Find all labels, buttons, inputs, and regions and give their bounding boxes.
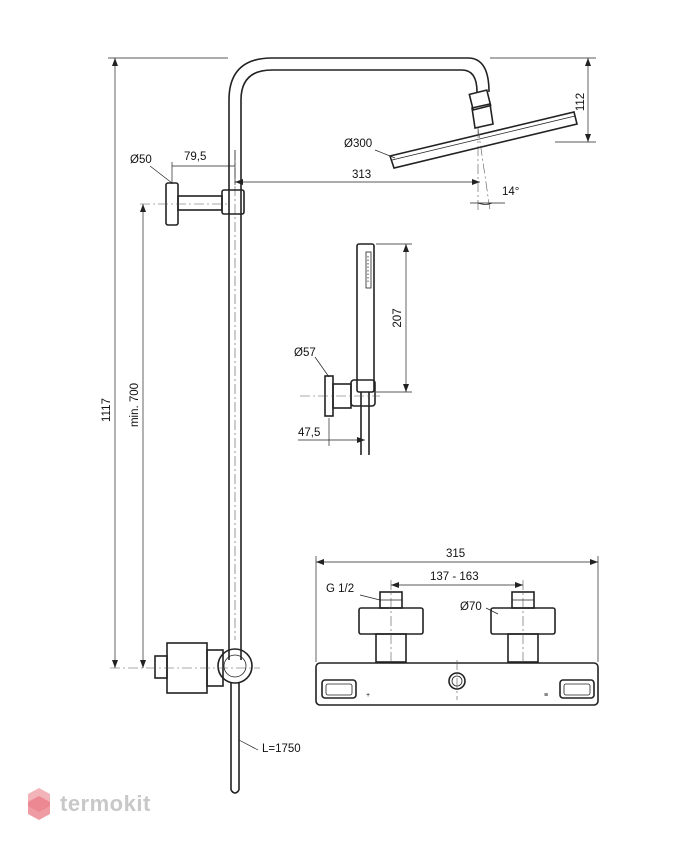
label-escutcheon-diameter: Ø70 (460, 601, 482, 613)
label-thread-size: G 1/2 (326, 583, 354, 595)
label-arm-wall-diameter: Ø50 (130, 154, 152, 166)
label-hose-length: L=1750 (262, 743, 301, 755)
label-rail-height: 1117 (101, 398, 113, 422)
label-handset-length: 207 (392, 308, 404, 327)
watermark-brand-text: termokit (60, 791, 151, 816)
termokit-logo-icon (28, 788, 50, 820)
label-min-height: min. 700 (129, 383, 141, 427)
label-holder-diameter: Ø57 (294, 347, 316, 359)
svg-text:≡: ≡ (544, 692, 548, 699)
label-head-height: 112 (575, 93, 587, 111)
label-head-projection: 313 (352, 169, 371, 181)
label-holder-offset: 47,5 (298, 427, 320, 439)
svg-text:+: + (366, 692, 370, 699)
wall-arm (140, 182, 245, 226)
label-connection-spacing: 137 - 163 (430, 571, 479, 583)
head-shower (388, 89, 578, 211)
dimension-labels: 1117 min. 700 Ø50 79,5 313 Ø300 112 14° … (101, 93, 587, 755)
shower-rail (228, 57, 490, 660)
label-mixer-width: 315 (446, 548, 465, 560)
mixer-side-view (110, 642, 260, 794)
dimension-lines (108, 57, 599, 751)
watermark: termokit (26, 786, 151, 822)
hand-shower (300, 243, 380, 455)
label-head-diameter: Ø300 (344, 138, 372, 150)
mixer-front-view: + ≡ (315, 580, 599, 706)
label-arm-offset: 79,5 (184, 151, 206, 163)
label-head-tilt: 14° (502, 186, 519, 198)
